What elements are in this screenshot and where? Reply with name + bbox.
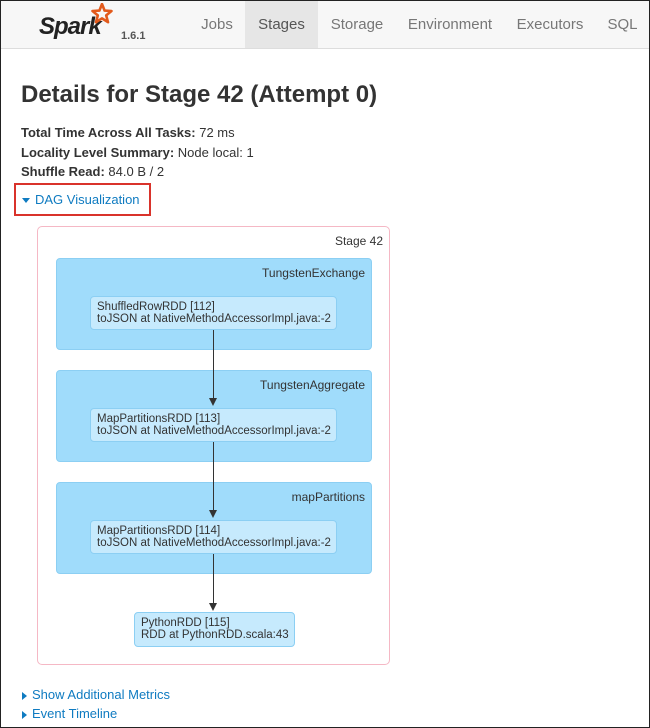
rdd-node[interactable]: MapPartitionsRDD [113] toJSON at NativeM… — [90, 408, 337, 442]
cluster-label: mapPartitions — [291, 490, 365, 504]
tab-stages[interactable]: Stages — [245, 1, 318, 48]
locality-value: Node local: 1 — [177, 145, 254, 160]
dag-toggle-label: DAG Visualization — [35, 192, 140, 207]
total-time-label: Total Time Across All Tasks: — [21, 125, 196, 140]
stage-label: Stage 42 — [334, 234, 383, 248]
rdd-name: ShuffledRowRDD [112] — [97, 301, 215, 313]
cluster-label: TungstenAggregate — [260, 378, 365, 392]
dag-edge — [213, 442, 214, 512]
spark-star-icon — [91, 3, 113, 24]
cluster-tungsten-aggregate[interactable]: TungstenAggregate MapPartitionsRDD [113]… — [56, 370, 372, 462]
tab-sql[interactable]: SQL — [607, 16, 638, 33]
event-timeline-toggle[interactable]: Event Timeline — [22, 706, 117, 722]
page-title: Details for Stage 42 (Attempt 0) — [21, 81, 378, 108]
cluster-map-partitions[interactable]: mapPartitions MapPartitionsRDD [114] toJ… — [56, 482, 372, 574]
rdd-name: MapPartitionsRDD [113] — [97, 413, 221, 425]
shuffle-read-label: Shuffle Read: — [21, 164, 105, 179]
locality-label: Locality Level Summary: — [21, 145, 175, 160]
cluster-label: TungstenExchange — [262, 266, 365, 280]
highlight-box — [14, 183, 151, 216]
rdd-callsite: toJSON at NativeMethodAccessorImpl.java:… — [97, 425, 331, 437]
caret-right-icon — [22, 710, 27, 719]
rdd-name: MapPartitionsRDD [114] — [97, 525, 221, 537]
spark-logo[interactable]: Spark — [39, 13, 102, 40]
event-timeline-label: Event Timeline — [32, 706, 118, 721]
shuffle-read: Shuffle Read: 84.0 B / 2 — [21, 164, 164, 180]
arrow-head-icon — [209, 510, 217, 518]
top-navbar: Spark 1.6.1 Jobs Stages Storage Environm… — [1, 1, 649, 49]
rdd-node[interactable]: ShuffledRowRDD [112] toJSON at NativeMet… — [90, 296, 337, 330]
shuffle-read-value: 84.0 B / 2 — [108, 164, 165, 179]
locality-summary: Locality Level Summary: Node local: 1 — [21, 145, 254, 161]
show-additional-metrics-toggle[interactable]: Show Additional Metrics — [22, 687, 170, 703]
caret-right-icon — [22, 691, 27, 700]
python-rdd-node[interactable]: PythonRDD [115] RDD at PythonRDD.scala:4… — [134, 612, 295, 647]
spark-version: 1.6.1 — [121, 30, 146, 42]
total-time-value: 72 ms — [199, 125, 235, 140]
rdd-callsite: RDD at PythonRDD.scala:43 — [141, 629, 289, 641]
arrow-head-icon — [209, 398, 217, 406]
rdd-callsite: toJSON at NativeMethodAccessorImpl.java:… — [97, 313, 331, 325]
dag-edge — [213, 330, 214, 400]
tab-environment[interactable]: Environment — [407, 16, 493, 33]
dag-visualization-toggle[interactable]: DAG Visualization — [22, 192, 140, 208]
tab-storage[interactable]: Storage — [330, 16, 384, 33]
rdd-callsite: toJSON at NativeMethodAccessorImpl.java:… — [97, 537, 331, 549]
stage-box: Stage 42 TungstenExchange ShuffledRowRDD… — [37, 226, 390, 665]
cluster-tungsten-exchange[interactable]: TungstenExchange ShuffledRowRDD [112] to… — [56, 258, 372, 350]
total-time: Total Time Across All Tasks: 72 ms — [21, 125, 235, 141]
tab-jobs[interactable]: Jobs — [201, 16, 233, 33]
tab-executors[interactable]: Executors — [516, 16, 584, 33]
dag-edge — [213, 554, 214, 604]
caret-down-icon — [22, 198, 30, 204]
additional-metrics-label: Show Additional Metrics — [32, 687, 171, 702]
rdd-name: PythonRDD [115] — [141, 617, 230, 629]
rdd-node[interactable]: MapPartitionsRDD [114] toJSON at NativeM… — [90, 520, 337, 554]
arrow-head-icon — [209, 603, 217, 611]
